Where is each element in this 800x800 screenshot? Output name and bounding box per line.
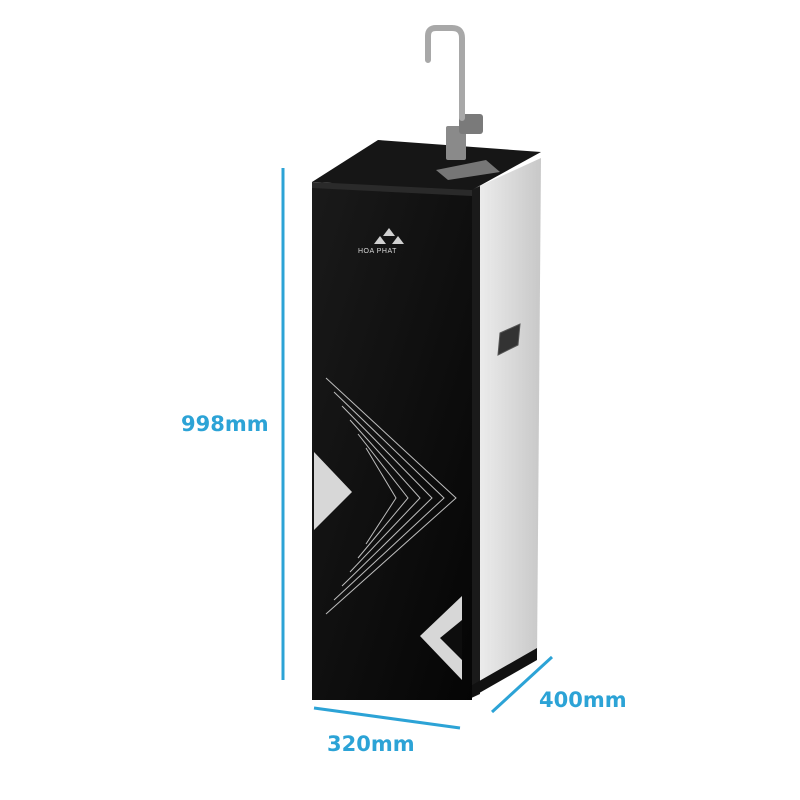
triangle-accent-left <box>314 452 352 530</box>
top-lid-plate <box>436 160 500 180</box>
decorative-chevron-pattern <box>325 377 457 615</box>
side-handle <box>497 323 521 356</box>
top-lid <box>312 140 541 190</box>
width-dimension-line <box>313 706 461 730</box>
side-panel-bottom-strip <box>467 648 537 700</box>
side-panel <box>467 158 541 700</box>
height-dimension-label: 998mm <box>181 412 269 436</box>
top-lid-edge <box>312 182 472 196</box>
brand-logo-icon <box>374 228 404 244</box>
depth-dimension-label: 400mm <box>539 688 627 712</box>
brand-text: HOA PHAT <box>358 248 397 255</box>
faucet <box>425 25 483 160</box>
triangle-accent-bottom-notch <box>440 620 462 660</box>
width-dimension-label: 320mm <box>327 732 415 756</box>
depth-dimension-line <box>490 655 554 714</box>
